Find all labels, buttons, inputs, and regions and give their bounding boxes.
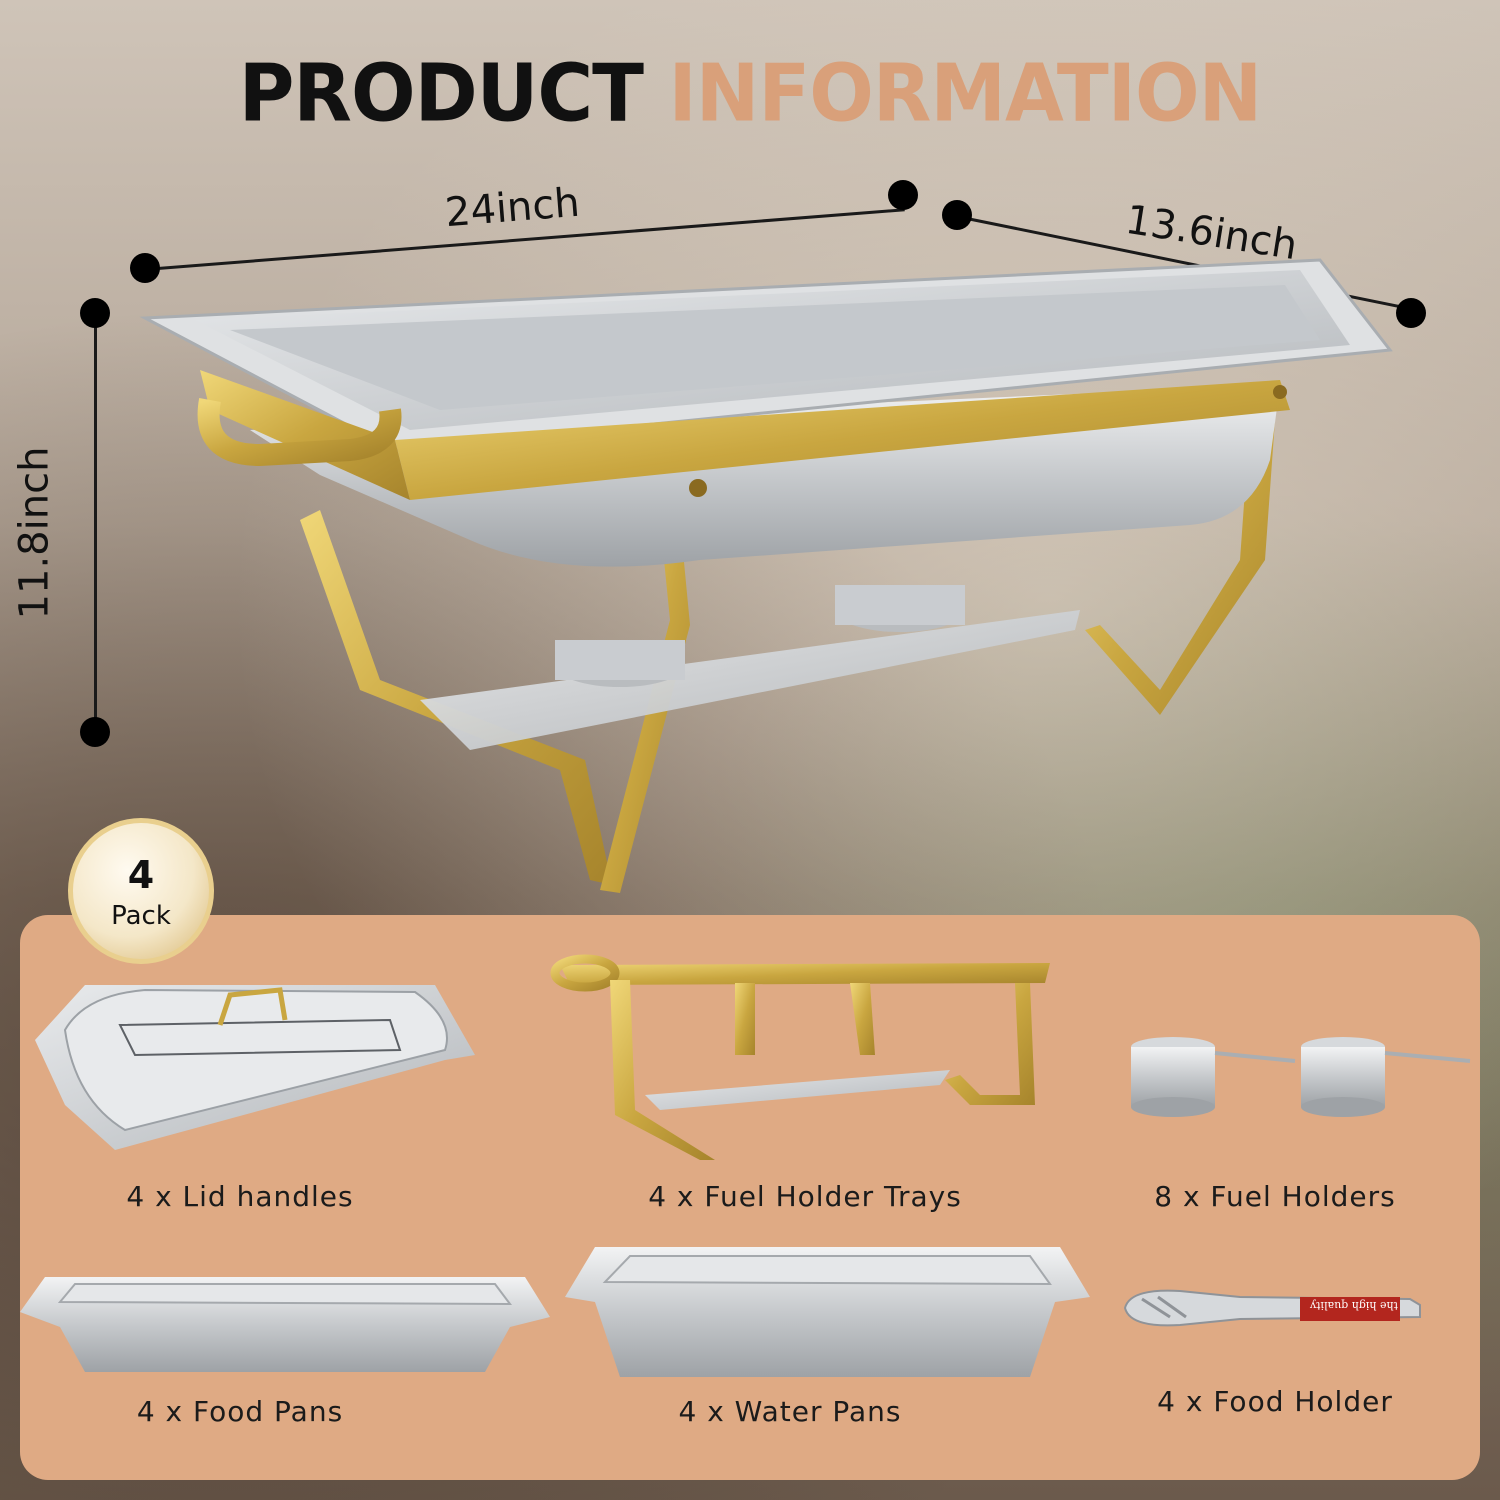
height-start-dot bbox=[80, 298, 110, 328]
width-end-dot bbox=[1396, 298, 1426, 328]
item-label-water-pans: 4 x Water Pans bbox=[678, 1395, 902, 1428]
item-label-food-pans: 4 x Food Pans bbox=[136, 1395, 344, 1428]
item-label-lid-handles: 4 x Lid handles bbox=[126, 1180, 354, 1213]
length-end-dot bbox=[888, 180, 918, 210]
lid-icon bbox=[35, 985, 475, 1150]
fuel-holder-icon bbox=[1131, 1037, 1471, 1117]
height-end-dot bbox=[80, 717, 110, 747]
title-word-product: PRODUCT bbox=[238, 45, 644, 140]
width-start-dot bbox=[942, 200, 972, 230]
pack-count: 4 bbox=[127, 853, 155, 897]
food-pan-icon bbox=[20, 1277, 550, 1372]
frame-icon bbox=[550, 954, 1050, 1160]
water-pan-icon bbox=[565, 1247, 1090, 1377]
item-label-food-holder: 4 x Food Holder bbox=[1157, 1385, 1393, 1418]
tongs-text: the high quality bbox=[1309, 1299, 1398, 1312]
title-word-information: INFORMATION bbox=[668, 45, 1262, 140]
pack-label: Pack bbox=[111, 901, 171, 931]
page-title: PRODUCT INFORMATION bbox=[0, 46, 1500, 139]
length-start-dot bbox=[130, 253, 160, 283]
pack-badge: 4 Pack bbox=[68, 818, 214, 964]
item-label-fuel-holders: 8 x Fuel Holders bbox=[1154, 1180, 1396, 1213]
item-label-fuel-holder-trays: 4 x Fuel Holder Trays bbox=[648, 1180, 962, 1213]
tongs-icon bbox=[1123, 1289, 1421, 1327]
